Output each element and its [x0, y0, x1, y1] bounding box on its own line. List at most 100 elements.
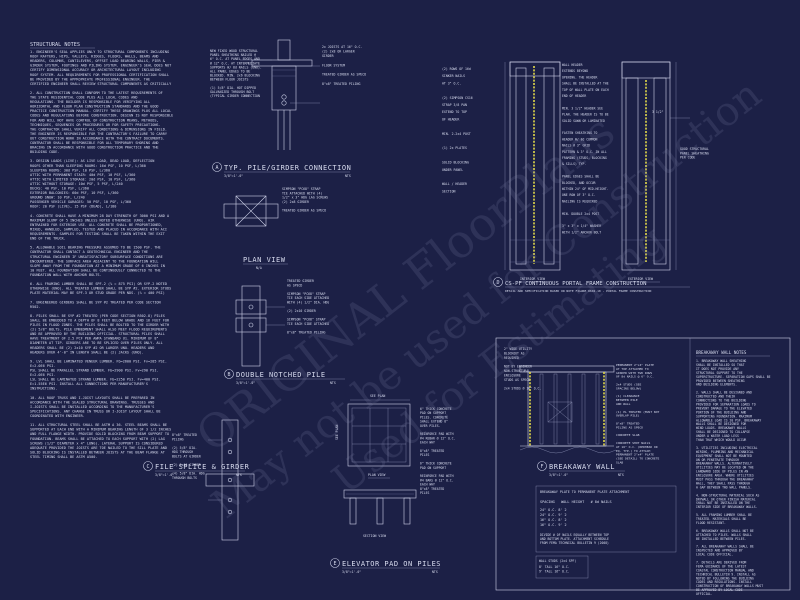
breakaway-note-line: LANDWARD SIDE OF PILES IN AN	[696, 470, 748, 474]
structural-note-line: 4. CONCRETE SHALL HAVE A MINIMUM 28 DAY …	[30, 214, 170, 218]
file-splice-note: 8"x8" TREATED	[172, 433, 197, 437]
structural-note-line: HORIZONTAL AND FLOOR PLAN CONSTRUCTION S…	[30, 105, 159, 109]
breakaway-note: BLOCKOUT AS	[504, 351, 525, 355]
structural-note-line: END OF THE TRUCK.	[30, 237, 66, 241]
breakaway-note-line: ALLOWABLE LOAD IS 20 PSF. BREAKAWAY	[696, 418, 761, 422]
double-notched-scale: 3/8"=1'-0"	[236, 381, 255, 385]
breakaway-note: PILING AS SPECD	[616, 425, 643, 429]
portal-note: MIN. DOUBLE 2x4 POST	[562, 212, 599, 216]
breakaway-table-rows: 24" O.C. 8' 224" O.C. 9' 216" O.C. 8' 21…	[540, 508, 567, 527]
detail-marker-f	[537, 461, 547, 471]
breakaway-note-line: 5. ALL FRAMING LUMBER SHALL BE	[696, 513, 752, 517]
breakaway-note-line: CODES AND REGULATIONS. INSTALL	[696, 580, 752, 584]
wall-studs-title: WALL STUDS (2x4 SPF)	[539, 559, 576, 563]
breakaway-note: 2x4 STUDS @ 16" O.C.	[504, 387, 541, 391]
portal-note: NAILING IS REQUIRED	[562, 199, 598, 203]
wall-studs-row: 9' TALL 16" O.C.	[539, 570, 570, 574]
portal-note: PANEL EDGES SHALL BE	[562, 175, 599, 179]
breakaway-note: AT 16" O.C. (REDHEAD OR	[616, 445, 658, 449]
structural-note-line: SUPPORTED AT EACH END WITH A MINIMUM BEA…	[30, 428, 171, 432]
pile-girder-scale: 3/8"=1'-0"	[224, 174, 243, 178]
elevator-pad-title: ELEVATOR PAD ON PILES	[342, 560, 441, 568]
detail-marker-d	[493, 277, 503, 287]
portal-note: PANEL SHEATHING	[680, 151, 709, 155]
structural-note-line: ROOF RAFTERS, HIPS, VALLEYS, RIDGES, FLO…	[30, 55, 159, 59]
pile-girder-note: @ 12" O.C. AT INTERMEDIATE	[210, 61, 260, 65]
double-notched-note: TIE EACH SIDE ATTACHED	[287, 322, 329, 326]
breakaway-note-line: WIRING, PLUMBING AND MECHANICAL	[696, 450, 754, 454]
elevator-pad-note: EACH WAY	[420, 441, 435, 445]
breakaway-note-line: PROVIDED FOR SEPARATION LOADS TO	[696, 402, 756, 406]
structural-note-line: HAVE TREATMENT OF 2.5 PCF PER AWPA STAND…	[30, 337, 159, 341]
structural-note-line: FOUNDATION. BEAMS SHALL BE ATTACHED TO E…	[30, 437, 165, 441]
breakaway-note-line: WALL, THEY SHALL PASS THROUGH	[696, 481, 750, 485]
structural-note-line: CERTIFIED ENGINEER SHALL REVIEW STRUCTUR…	[30, 82, 172, 86]
structural-note-line: OUT CONSTRUCTION WORK IN ACCORDANCE WITH…	[30, 136, 165, 140]
elevator-pad-note: SHALL EXTEND 8"	[420, 420, 448, 424]
structural-note-line: 8. PILES SHALL BE SYP #2 TREATED (PER CO…	[30, 314, 165, 318]
pile-girder-note: (2) 2x8 OR LARGER	[322, 50, 355, 54]
detail-marker-e-label: E	[333, 561, 336, 567]
breakaway-note-line: MUST PASS THROUGH THE BREAKAWAY	[696, 478, 754, 482]
portal-dimension: 3 1/2"	[652, 110, 664, 114]
structural-notes-heading: STRUCTURAL NOTES	[30, 42, 80, 48]
structural-note-line: ACCORDANCE WITH THE SEALED STRUCTURAL DR…	[30, 400, 154, 404]
breakaway-note-line: WIND LOADS. BREAKAWAY WALLS	[696, 426, 746, 430]
breakaway-note-line: 2. WALLS SHALL BE DESIGNED AND	[696, 391, 752, 395]
file-splice-scale: 3/8"=1'-0"	[155, 473, 174, 477]
wall-studs-row: 8' TALL 16" O.C.	[539, 565, 570, 569]
breakaway-note: GIRDER WITH TWO ROWS	[616, 371, 652, 375]
breakaway-note-line: FLOOD RESISTANT.	[696, 521, 726, 525]
structural-note-line: SOLID BLOCKING IS INSTALLED BETWEEN JOIS…	[30, 450, 166, 454]
structural-note-line: MIXED, HANDLED, SAMPLED, TESTED AND PLAC…	[30, 227, 167, 231]
elevator-pad-note: PILES. CONCRETE	[420, 415, 448, 419]
breakaway-note-line: CONSTRUCTION OF BREAKAWAY WALLS MUST	[696, 584, 763, 588]
structural-note-line: ROOF: 20 PSF (LIVE), 15 PSF (DEAD), L/18…	[30, 205, 116, 209]
structural-note-line: 6. ALL FRAMING LUMBER SHALL BE SPF-2 (% …	[30, 282, 167, 286]
breakaway-note: STUDS AS SPECD	[504, 378, 530, 382]
pile-girder-note: TREATED GIRDER AS SPECD	[322, 73, 366, 77]
portal-note: PLAN. THE HEADER IS TO BE	[562, 113, 609, 117]
structural-note-line: FOR AND WILL NOT HAVE CONTROL OF CONSTRU…	[30, 118, 159, 122]
structural-note-line: ATTIC WITH LIMITED STORAGE: 20d PSF, 10 …	[30, 177, 135, 181]
structural-note-line: LSL SHALL BE LAMINATED STRAND LUMBER. Fb…	[30, 378, 161, 382]
double-notched-note: (2) 2x10 GIRDER	[287, 309, 316, 313]
breakaway-note-line: TECHNICAL BULLETIN 9. INSTALL AS	[696, 572, 756, 576]
structural-note-line: HEADERS, COLUMNS, CANTILEVERS, OFFSET LO…	[30, 59, 166, 63]
portal-note: MIN. 3 1/2" HEADER SEE	[562, 106, 603, 110]
structural-note-line: SCREWS (1/2" DIAMETER x 4" LONG). LATERA…	[30, 441, 163, 445]
structural-note-line: SLEEPING ROOMS: 30d PSF, 10 PSF, L/360	[30, 168, 110, 172]
portal-note: NAILS @ 3" GRID	[562, 144, 590, 148]
breakaway-table-note: FROM FEMA TECHNICAL BULLETIN 9 (2008)	[540, 541, 609, 545]
double-notched-note: SIMPSON "PC68" STRAP	[287, 292, 325, 296]
elevator-pad-note: PAD ON SUPPORT	[420, 466, 446, 470]
portal-note: TOP OF WALL PLATE ON EACH	[562, 88, 609, 92]
breakaway-studs	[539, 373, 600, 445]
structural-note-line: 10. ALL ROOF TRUSS AND I-JOIST LAYOUTS S…	[30, 396, 154, 400]
structural-note-line: CODES AND REGULATIONS BEFORE CONSTRUCTIO…	[30, 114, 173, 118]
plan-view-note: TIE ATTACHED WITH (4)	[282, 191, 322, 195]
breakaway-note-line: CONNECTIONS TO THE BUILDING	[696, 399, 746, 403]
structural-note-line: 3. DESIGN LOADS (LIVE): AS LIVE LOAD, DE…	[30, 159, 154, 163]
structural-note-line: ADEQUATE PROVIDED THE JOISTS ARE TOE NAI…	[30, 446, 167, 450]
structural-note-line: AND FULL FLANGE WIDTH. PROVIDE SOLID BLO…	[30, 432, 169, 436]
structural-note-line: ROOFS OTHER THAN SLEEPING ROOMS: 16d PSF…	[30, 164, 146, 168]
breakaway-note-line: CONSTRUCTED AND THEIR	[696, 395, 735, 399]
breakaway-note: (SEE DETAIL) TO CONCRETE	[616, 457, 660, 461]
structural-note-line: HEADERS OVER 4'-0" IN LENGTH SHALL BE (2…	[30, 350, 144, 354]
structural-note-line: 7. ENGINEERED GIRDERS SHALL BE SYP #2 TR…	[30, 300, 161, 304]
structural-note-line: DIAMETER AT TIP. GIRDERS ARE TO BE SPLIC…	[30, 341, 163, 345]
breakaway-nts: NTS	[618, 473, 624, 477]
structural-note-line: PASSENGER VEHICLE GARAGES: 50 PSF, 10 PS…	[30, 200, 131, 204]
structural-note-line: THE CONTRACTOR SHALL VERIFY ALL CONDITIO…	[30, 127, 167, 131]
portal-note: PER CODE	[680, 156, 695, 160]
elevator-pad-note: PAD ON SUPPORT	[420, 411, 446, 415]
wall-studs-rows: 8' TALL 16" O.C.9' TALL 16" O.C.	[539, 565, 570, 574]
portal-frame-title: CS-PF CONTINUOUS PORTAL FRAME CONSTRUCTI…	[505, 281, 646, 287]
structural-notes: STRUCTURAL NOTES 1. ENGINEER'S SEAL APPL…	[30, 42, 173, 459]
